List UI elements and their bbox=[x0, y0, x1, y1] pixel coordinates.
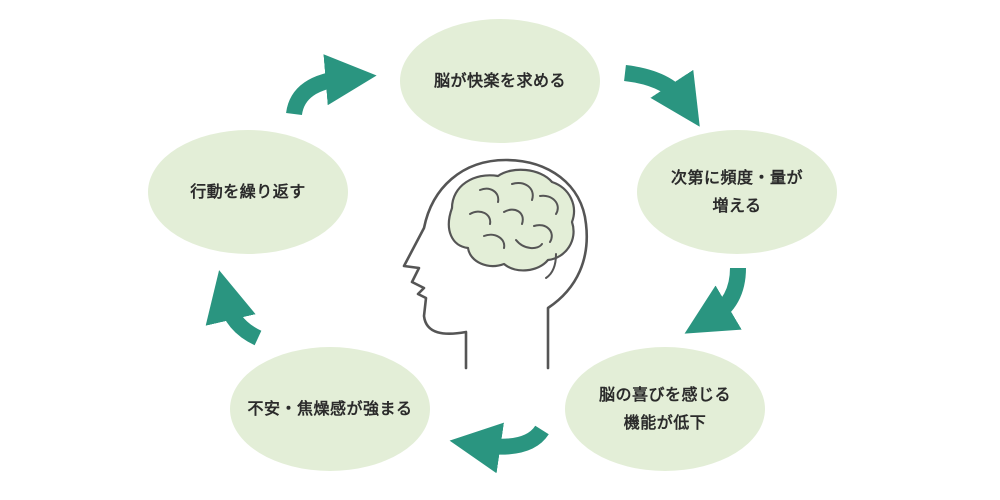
arrow-3-to-4 bbox=[449, 422, 549, 474]
node-text-line: 脳の喜びを感じる bbox=[598, 385, 731, 404]
arrow-4-to-5 bbox=[205, 270, 262, 346]
node-text-line: 行動を繰り返す bbox=[190, 182, 306, 201]
arrow-5-to-1 bbox=[286, 54, 377, 116]
brain-shape bbox=[447, 168, 576, 272]
arrow-1-to-2 bbox=[623, 65, 700, 127]
node-repeat-behavior: 行動を繰り返す bbox=[148, 130, 348, 254]
brain-folds bbox=[469, 182, 559, 279]
node-text-line: 機能が低下 bbox=[623, 413, 707, 432]
node-frequency-increases: 次第に頻度・量が 増える bbox=[637, 130, 837, 254]
node-text-line: 不安・焦燥感が強まる bbox=[247, 399, 413, 418]
node-text-line: 増える bbox=[712, 196, 762, 215]
node-text-line: 次第に頻度・量が bbox=[670, 168, 803, 187]
arrow-2-to-3 bbox=[684, 267, 746, 334]
head-outline bbox=[402, 158, 588, 370]
node-text-line: 脳が快楽を求める bbox=[433, 71, 566, 90]
node-anxiety-increases: 不安・焦燥感が強まる bbox=[230, 347, 430, 471]
node-brain-seeks-pleasure: 脳が快楽を求める bbox=[400, 19, 600, 143]
head-brain-icon bbox=[402, 158, 588, 370]
node-joy-function-declines: 脳の喜びを感じる 機能が低下 bbox=[565, 347, 765, 471]
